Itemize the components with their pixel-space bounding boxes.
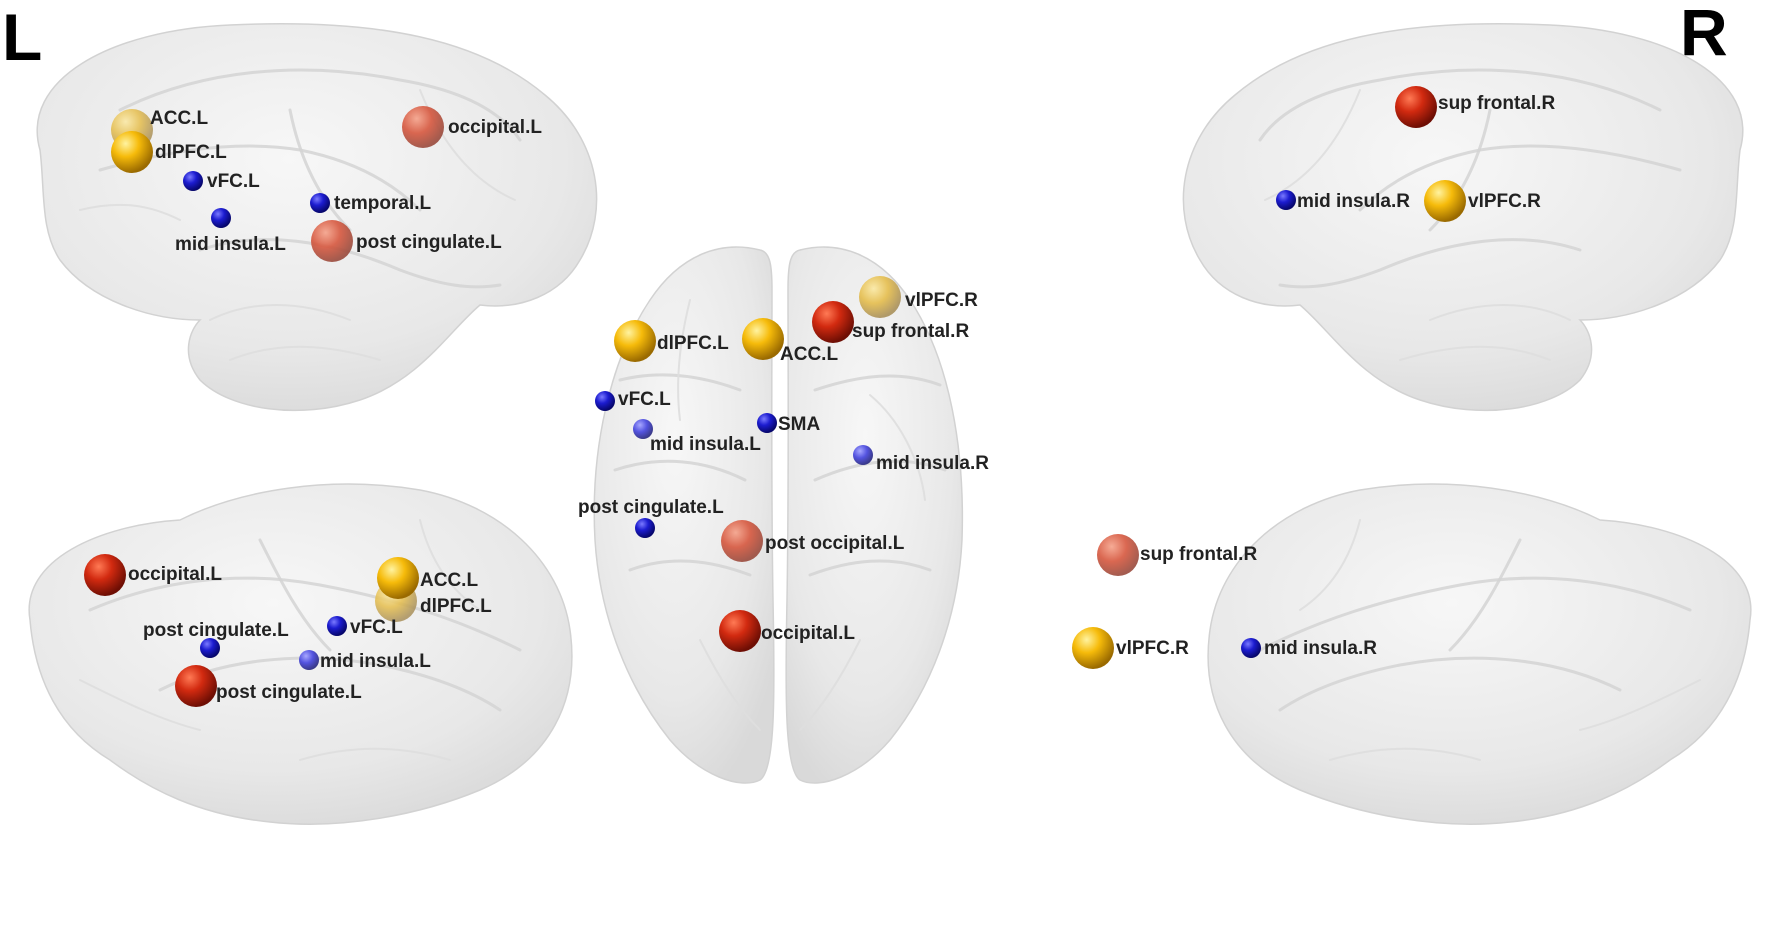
nodes-left-medial: occipital.L dlPFC.L ACC.L post cingulate… [84,554,492,707]
node-label: vFC.L [207,171,260,192]
nodes-right-lateral: sup frontal.R mid insula.R vlPFC.R [1276,86,1555,222]
node-label: occipital.L [128,564,222,585]
node-label: sup frontal.R [1438,93,1555,114]
node-post-occipital-l: post occipital.L [721,520,905,562]
node-label: ACC.L [780,344,838,365]
node-label: SMA [778,414,821,435]
node-mid-insula-l: mid insula.L [633,419,761,455]
node-label: dlPFC.L [657,333,729,354]
node-mid-insula-l: mid insula.L [299,650,431,672]
node-label: mid insula.R [876,453,989,474]
node-label: dlPFC.L [155,142,227,163]
node-vlpfc-r: vlPFC.R [1424,180,1541,222]
node-acc-l: ACC.L [377,557,478,599]
node-label: dlPFC.L [420,596,492,617]
node-vlpfc-r: vlPFC.R [1072,627,1189,669]
node-sup-frontal-r: sup frontal.R [1395,86,1555,128]
node-label: mid insula.L [175,234,286,255]
brain-right-lateral [1182,23,1744,412]
node-label: mid insula.L [320,651,431,672]
node-sup-frontal-r: sup frontal.R [1097,534,1257,576]
node-label: post occipital.L [765,533,905,554]
node-mid-insula-r: mid insula.R [1276,190,1410,212]
node-label: ACC.L [150,108,208,129]
node-label: sup frontal.R [1140,544,1257,565]
brain-right-medial [1207,483,1752,825]
node-label: ACC.L [420,570,478,591]
node-sma: SMA [757,413,821,435]
nodes-dorsal: vlPFC.R sup frontal.R dlPFC.L ACC.L vFC.… [578,276,989,652]
node-label: vFC.L [618,389,671,410]
brain-left-lateral [36,23,598,412]
node-post-cingulate-l-red: post cingulate.L [175,665,362,707]
node-sup-frontal-r: sup frontal.R [812,301,969,343]
node-post-cingulate-l: post cingulate.L [578,497,724,538]
node-vlpfc-r: vlPFC.R [859,276,978,318]
node-dlpfc-l: dlPFC.L [614,320,729,362]
nodes-left-lateral: ACC.L dlPFC.L vFC.L mid insula.L tempora… [111,106,542,262]
node-label: post cingulate.L [356,232,502,253]
node-vfc-l: vFC.L [327,616,403,638]
node-label: vlPFC.R [1116,638,1189,659]
node-label: temporal.L [334,193,432,214]
left-hemisphere-label: L [2,0,42,74]
node-label: post cingulate.L [216,682,362,703]
nodes-right-medial: sup frontal.R vlPFC.R mid insula.R [1072,534,1377,669]
node-label: mid insula.L [650,434,761,455]
node-occipital-l: occipital.L [719,610,855,652]
node-occipital-l: occipital.L [402,106,542,148]
node-mid-insula-l: mid insula.L [175,208,286,255]
node-label: vlPFC.R [905,290,978,311]
node-post-cingulate-l: post cingulate.L [311,220,502,262]
node-vfc-l: vFC.L [595,389,671,411]
node-occipital-l: occipital.L [84,554,222,596]
node-mid-insula-r: mid insula.R [853,445,989,474]
node-vfc-l: vFC.L [183,171,260,192]
node-post-cingulate-l-blue: post cingulate.L [143,620,289,658]
node-label: post cingulate.L [578,497,724,518]
brain-dorsal [593,246,964,784]
node-label: mid insula.R [1297,191,1410,212]
node-label: vlPFC.R [1468,191,1541,212]
node-label: post cingulate.L [143,620,289,641]
node-label: vFC.L [350,617,403,638]
node-mid-insula-r: mid insula.R [1241,638,1377,659]
brain-left-medial [28,483,573,825]
node-dlpfc-l: dlPFC.L [111,131,227,173]
node-label: occipital.L [761,623,855,644]
node-temporal-l: temporal.L [310,193,432,214]
node-label: mid insula.R [1264,638,1377,659]
node-label: sup frontal.R [852,321,969,342]
node-label: occipital.L [448,117,542,138]
node-acc-l: ACC.L [742,318,838,365]
